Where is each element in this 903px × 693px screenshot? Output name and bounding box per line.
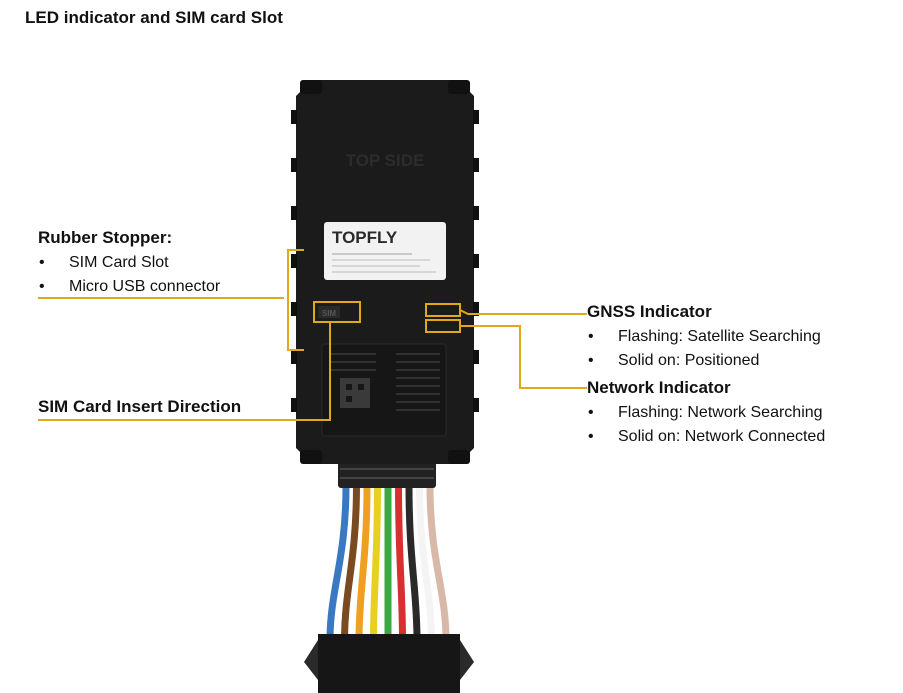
list-item: Solid on: Network Connected: [587, 425, 825, 449]
rubber-stopper-callout: Rubber Stopper: SIM Card Slot Micro USB …: [38, 228, 220, 299]
wire: [326, 485, 350, 641]
gnss-leader: [459, 309, 587, 315]
product-label: TOPFLY: [324, 222, 446, 280]
wire-harness: [326, 485, 450, 641]
top-side-label: TOP SIDE: [346, 151, 425, 170]
sim-insert-leader: [38, 322, 331, 421]
sim-insert-heading: SIM Card Insert Direction: [38, 397, 242, 416]
rubber-stopper-heading: Rubber Stopper:: [38, 228, 173, 247]
wire: [341, 485, 360, 641]
info-panel: [321, 343, 447, 437]
connector-plug: [304, 634, 474, 693]
list-item: Flashing: Network Searching: [587, 401, 825, 425]
network-indicator-heading: Network Indicator: [587, 378, 731, 397]
wire: [416, 485, 435, 641]
sim-slot-highlight: [313, 301, 361, 323]
network-leader: [460, 325, 587, 389]
wire: [355, 485, 371, 641]
wire: [370, 485, 381, 641]
gnss-indicator-callout: GNSS Indicator Flashing: Satellite Searc…: [587, 302, 821, 373]
list-item: Flashing: Satellite Searching: [587, 325, 821, 349]
wire: [426, 485, 450, 641]
callout-lines: [38, 249, 587, 421]
network-indicator-callout: Network Indicator Flashing: Network Sear…: [587, 378, 825, 449]
wire: [395, 485, 406, 641]
qr-code: [340, 378, 370, 408]
brand-logo: TOPFLY: [332, 228, 398, 247]
rubber-stopper-bracket: [287, 249, 304, 351]
page-title: LED indicator and SIM card Slot: [25, 8, 283, 27]
sim-label: SIM: [322, 309, 337, 318]
list-item: Solid on: Positioned: [587, 349, 821, 373]
sim-slot: SIM: [318, 306, 340, 318]
list-item: Micro USB connector: [38, 275, 220, 299]
list-item: SIM Card Slot: [38, 251, 220, 275]
wire: [405, 485, 421, 641]
sim-insert-callout: SIM Card Insert Direction: [38, 397, 241, 420]
gnss-indicator-heading: GNSS Indicator: [587, 302, 712, 321]
